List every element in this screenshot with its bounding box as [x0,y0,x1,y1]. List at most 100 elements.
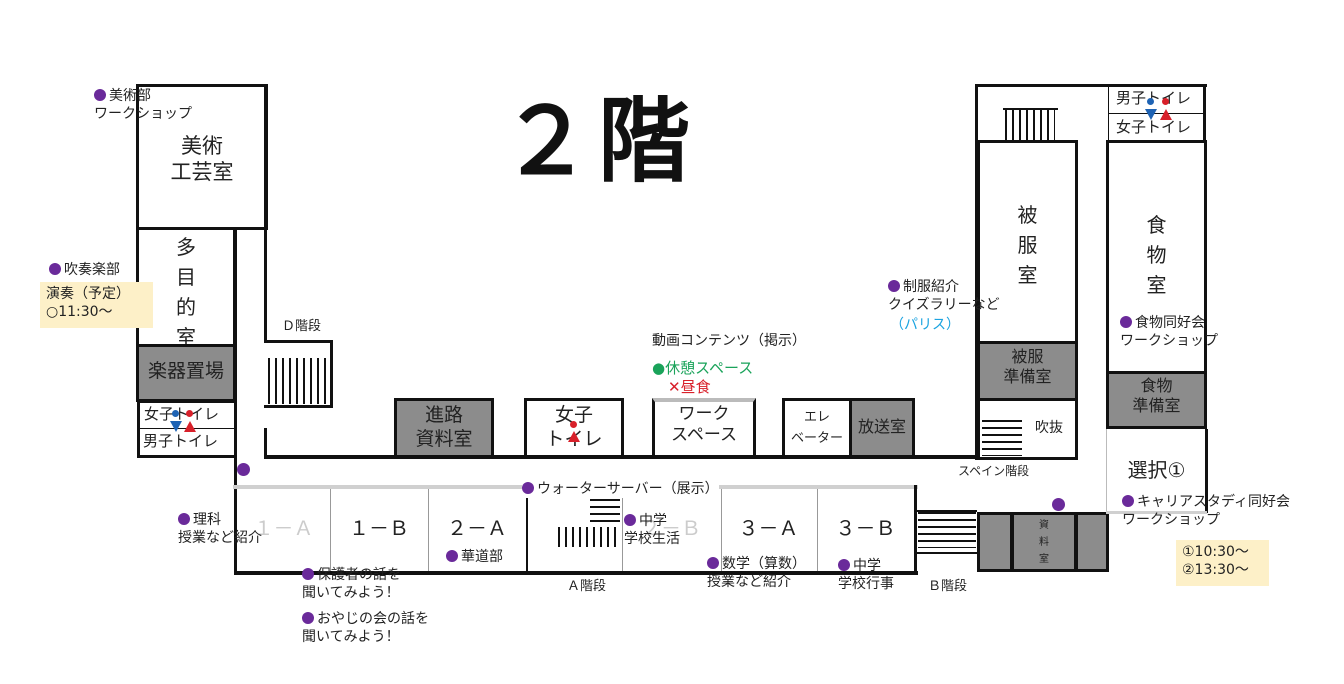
room-hifuku-label: 被 服 室 [1017,203,1038,287]
toilet-men-left[interactable] [137,428,235,458]
wall [1003,108,1058,110]
event-text: 中学 学校生活 [624,513,680,547]
classroom-3b-label: ３－Ｂ [835,516,896,540]
event-dot-icon [707,557,719,569]
male-icon [1147,98,1154,105]
rest-space-label: ●休憩スペース [652,359,754,377]
event-text: 理科 授業など紹介 [178,512,262,546]
event-uniform[interactable]: 制服紹介 クイズラリーなど [888,278,1000,314]
event-math[interactable]: 数学（算数） 授業など紹介 [707,555,806,591]
room-broadcast[interactable] [849,398,915,458]
room-shokumotsu[interactable] [1106,140,1207,374]
toilet-men-right[interactable] [1108,84,1206,114]
classroom-2b[interactable] [622,489,722,571]
stairs-spain [982,420,1022,456]
stairs-spain-label: スペイン階段 [958,464,1030,478]
event-dot-icon [237,463,250,476]
event-text: 数学（算数） 授業など紹介 [707,556,806,590]
elevator[interactable] [782,398,852,458]
room-shokumotsu-prep[interactable] [1106,371,1207,429]
event-text: 華道部 [461,549,503,565]
lunch-label: ✕昼食 [668,378,711,396]
event-text: 食物同好会 ワークショップ [1120,315,1218,349]
event-dot-icon [522,482,534,494]
event-water-server[interactable]: ウォーターサーバー（展示） [522,480,719,498]
event-career-club[interactable]: キャリアスタディ同好会 ワークショップ [1122,493,1290,529]
event-dot-icon [302,568,314,580]
wall [264,405,332,408]
stairs-a-label: Ａ階段 [567,579,607,594]
event-jhs-events[interactable]: 中学 学校行事 [838,557,894,593]
room-work-space[interactable] [652,398,756,458]
female-icon [570,421,577,428]
atrium-label: 吹抜 [1035,420,1063,436]
room-shokumotsu-prep-label: 食物 準備室 [1132,376,1181,415]
event-jhs-life[interactable]: 中学 学校生活 [624,512,680,548]
wall [264,340,332,343]
event-text: キャリアスタディ同好会 ワークショップ [1122,494,1291,528]
floor-title: ２階 [500,88,697,195]
toilet-women-left-label: 女子トイレ [144,405,220,423]
event-dot-icon [1120,316,1132,328]
room-art-label: 美術 工芸室 [170,134,234,185]
wall [914,485,917,575]
room-broadcast-label: 放送室 [857,417,906,436]
event-text: 保護者の話を 聞いてみよう！ [302,567,401,601]
event-dot-icon [624,514,636,526]
toilet-women-center-label: 女子 トイレ [545,404,603,450]
stairs-d [268,358,330,404]
room-hifuku-prep-label: 被服 準備室 [1003,347,1052,386]
event-science[interactable]: 理科 授業など紹介 [178,511,262,547]
event-text: 制服紹介 クイズラリーなど [888,279,1000,313]
wall [975,84,1207,87]
classroom-1b[interactable] [330,489,429,571]
wall [526,489,528,571]
room-career-materials[interactable] [394,398,494,458]
event-dot-icon [302,612,314,624]
video-contents-label: 動画コンテンツ（掲示） [652,333,806,349]
wall [234,227,237,457]
classroom-3a[interactable] [720,489,818,571]
stairs-d-label: Ｄ階段 [282,319,322,334]
event-text: 吹奏楽部 [64,262,120,278]
room-instrument[interactable] [136,344,236,402]
toilet-women-center[interactable] [524,398,624,458]
room-shokumotsu-label: 食 物 室 [1146,213,1167,297]
event-oyaji[interactable]: おやじの会の話を 聞いてみよう！ [302,610,429,646]
room-career-materials-label: 進路 資料室 [415,404,473,450]
note-brass: 演奏（予定） ○11:30～ [40,282,153,328]
wall [917,552,977,554]
room-select1[interactable] [1106,429,1208,513]
event-food-club[interactable]: 食物同好会 ワークショップ [1120,314,1218,350]
classroom-1a[interactable] [237,489,331,571]
event-text: ウォーターサーバー（展示） [537,481,719,497]
room-hifuku[interactable] [977,140,1078,344]
event-dot-icon [49,263,61,275]
event-dot-icon [446,550,458,562]
room-art[interactable] [136,84,268,230]
female-icon [1162,98,1169,105]
classroom-1b-label: １－Ｂ [349,516,409,540]
classroom-2b-label: ２－Ｂ [641,516,701,540]
room-select1-label: 選択① [1127,458,1186,482]
event-guardian[interactable]: 保護者の話を 聞いてみよう！ [302,566,401,602]
event-brass[interactable]: 吹奏楽部 [49,261,120,279]
event-art-club[interactable]: 美術部 ワークショップ [94,87,192,123]
wall [234,455,237,575]
event-text: 美術部 ワークショップ [94,88,192,122]
room-work-space-label: ワーク スペース [671,404,737,446]
male-icon [172,410,179,417]
event-dot-icon [1122,495,1134,507]
stairs-b-label: Ｂ階段 [928,579,968,594]
classroom-1a-label: １－Ａ [253,516,314,540]
event-kado[interactable]: 華道部 [446,548,503,566]
storage-right [1075,512,1109,572]
male-icon [170,421,182,432]
toilet-men-left-label: 男子トイレ [143,432,219,450]
classroom-2a-label: ２－Ａ [447,516,507,540]
stairs-a [558,527,620,547]
toilet-women-right-label: 女子トイレ [1116,118,1192,136]
room-instrument-label: 楽器置場 [147,360,224,382]
female-icon [1160,109,1172,120]
female-icon [186,410,193,417]
